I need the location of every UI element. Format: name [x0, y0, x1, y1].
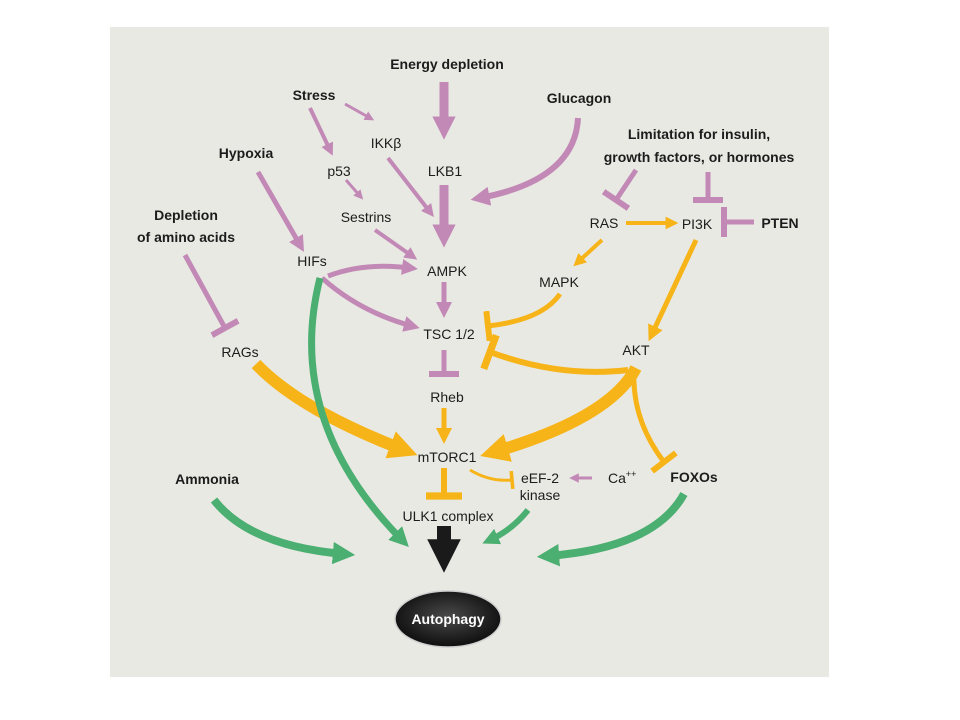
label-ampk: AMPK — [427, 263, 467, 279]
label-eef2-line2: kinase — [520, 487, 561, 503]
label-eef2-line1: eEF-2 — [521, 470, 559, 486]
label-ca-text: Ca — [608, 470, 626, 486]
edge-sestrins-ampk — [373, 228, 418, 260]
label-ras: RAS — [590, 215, 619, 231]
edge-rags-mtorc1 — [251, 359, 418, 459]
inhibit-akt-tsc — [480, 333, 629, 375]
edge-foxos-autophagy — [536, 491, 688, 567]
edge-eef2-autophagy — [482, 508, 531, 545]
diagram-panel — [110, 27, 829, 677]
edge-ras-mapk — [573, 238, 604, 267]
label-pi3k: PI3K — [682, 216, 713, 232]
edge-stress-ikkb — [344, 102, 375, 121]
label-depletion-line2: of amino acids — [137, 229, 235, 245]
edge-akt-mtorc1 — [480, 365, 642, 462]
label-ikkb: IKKβ — [371, 135, 402, 151]
label-ulk1: ULK1 complex — [402, 508, 493, 524]
edge-hifs-ampk — [327, 259, 418, 279]
label-tsc: TSC 1/2 — [423, 326, 475, 342]
label-sestrins: Sestrins — [341, 209, 392, 225]
label-energy-depletion: Energy depletion — [390, 56, 504, 72]
edge-pi3k-akt — [648, 238, 699, 342]
inhibit-akt-foxos — [631, 371, 678, 474]
edge-ikkb-ampk — [386, 156, 434, 218]
inhibit-depletion-rags — [182, 253, 240, 338]
label-stress: Stress — [293, 87, 336, 103]
label-limitation-line1: Limitation for insulin, — [628, 126, 770, 142]
label-mapk: MAPK — [539, 274, 579, 290]
edge-hifs-tsc — [320, 276, 420, 332]
label-lkb1: LKB1 — [428, 163, 462, 179]
label-p53: p53 — [327, 163, 351, 179]
label-foxos: FOXOs — [670, 469, 718, 485]
label-depletion-line1: Depletion — [154, 207, 218, 223]
label-hypoxia: Hypoxia — [219, 145, 274, 161]
label-rags: RAGs — [221, 344, 258, 360]
edge-ammonia-autophagy — [210, 497, 356, 565]
label-ca: Ca++ — [608, 469, 636, 486]
edge-p53-sestrins — [344, 179, 364, 200]
edge-stress-p53 — [308, 107, 334, 156]
label-akt: AKT — [622, 342, 650, 358]
edge-hypoxia-hifs — [255, 170, 304, 252]
label-limitation-line2: growth factors, or hormones — [604, 149, 795, 165]
label-rheb: Rheb — [430, 389, 464, 405]
label-hifs: HIFs — [297, 253, 327, 269]
edges — [182, 82, 754, 573]
label-mtorc1: mTORC1 — [418, 449, 477, 465]
edge-glucagon-lkb1 — [470, 117, 581, 206]
node-labels: Energy depletion Stress Glucagon Hypoxia… — [137, 56, 799, 627]
autophagy-oval — [394, 590, 502, 648]
inhibit-limitation-ras — [601, 168, 639, 211]
label-autophagy: Autophagy — [411, 611, 484, 627]
label-glucagon: Glucagon — [547, 90, 612, 106]
inhibit-mtorc1-eef2 — [469, 468, 515, 490]
label-pten: PTEN — [761, 215, 798, 231]
label-ca-superscript: ++ — [626, 469, 637, 479]
inhibit-mapk-tsc — [483, 292, 563, 342]
edge-hifs-autophagy — [308, 277, 409, 547]
label-ammonia: Ammonia — [175, 471, 239, 487]
